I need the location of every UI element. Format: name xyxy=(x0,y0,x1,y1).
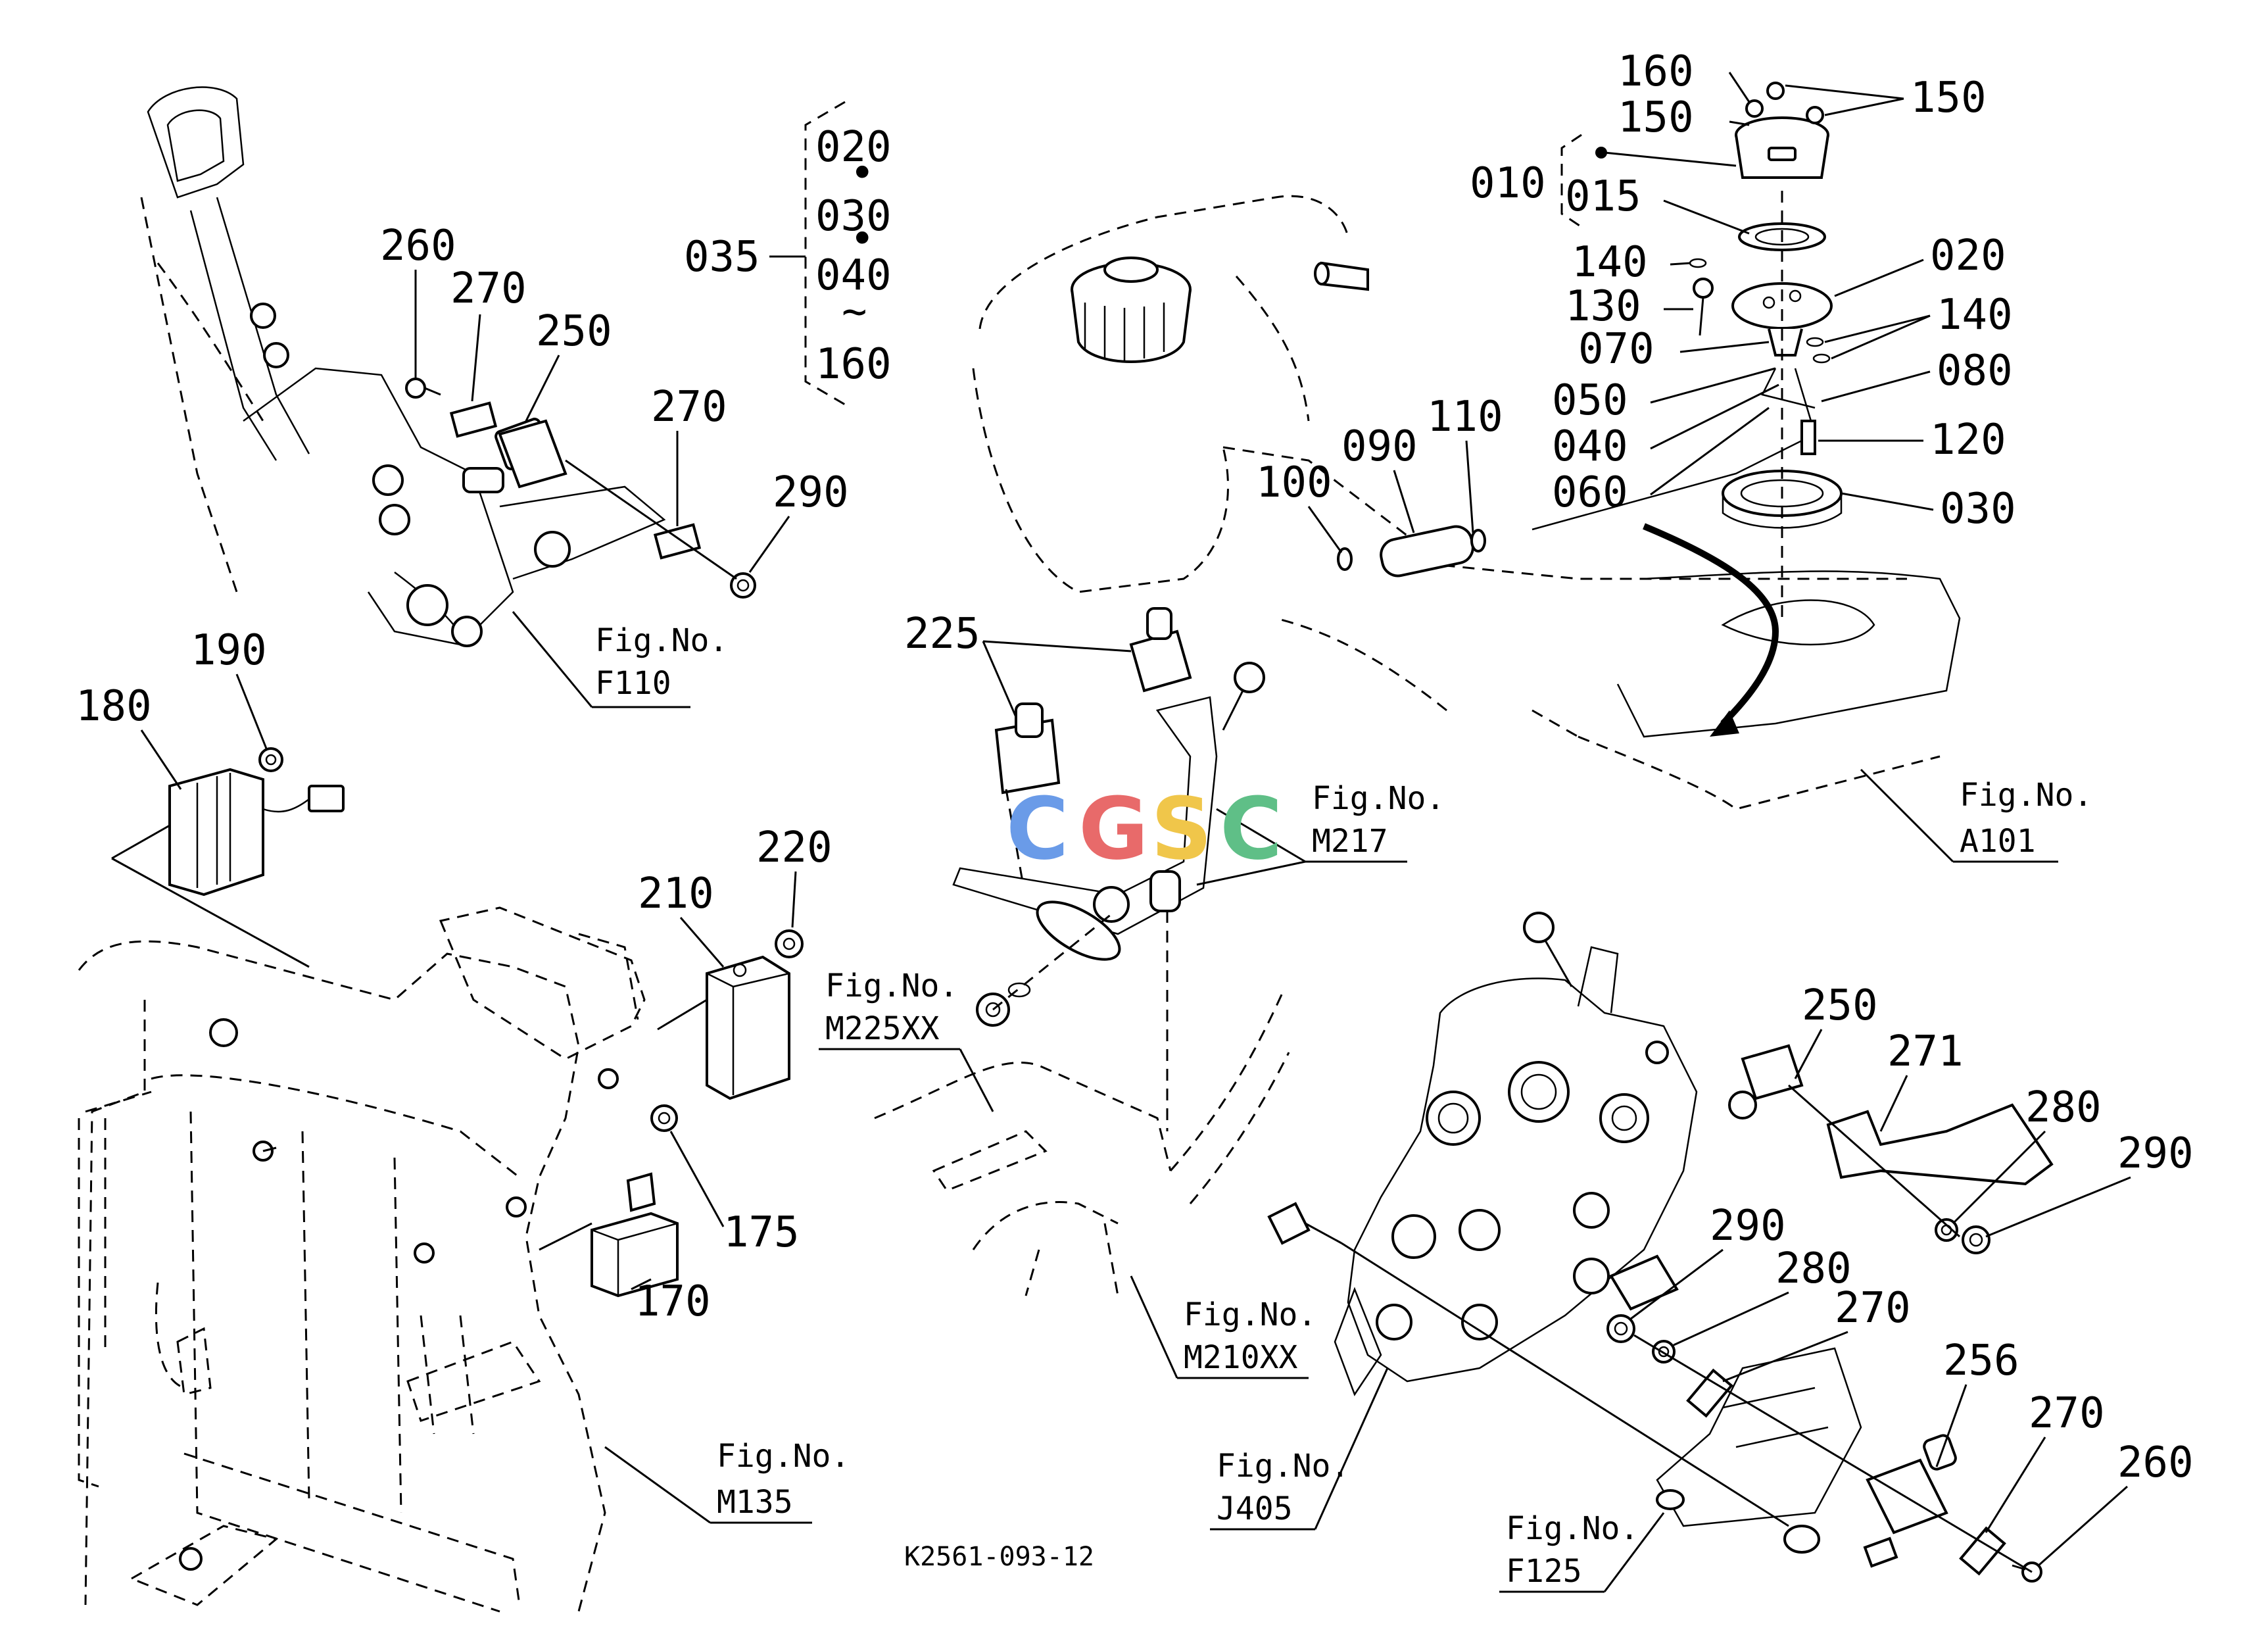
callout-170: 170 xyxy=(635,1277,711,1326)
svg-text:M135: M135 xyxy=(717,1484,793,1521)
callout-280: 280 xyxy=(1775,1244,1852,1293)
svg-text:S: S xyxy=(1151,779,1213,879)
svg-text:035: 035 xyxy=(684,233,760,282)
callout-290: 290 xyxy=(773,468,849,517)
svg-text:Fig.No.: Fig.No. xyxy=(717,1438,850,1475)
svg-text:Fig.No.: Fig.No. xyxy=(595,622,728,659)
svg-text:020: 020 xyxy=(815,123,892,172)
fuel-sender-assembly xyxy=(1337,82,1843,625)
callout-140: 140 xyxy=(1937,291,2013,339)
callout-250: 250 xyxy=(1802,981,1878,1030)
frame-m135 xyxy=(78,906,646,1613)
svg-text:J405: J405 xyxy=(1217,1490,1293,1527)
callout-060: 060 xyxy=(1552,468,1628,517)
resistor-180 xyxy=(168,747,345,897)
callouts-m217: 225 xyxy=(904,610,1132,718)
switch-assembly-m217 xyxy=(874,607,1290,1296)
callout-140: 140 xyxy=(1572,238,1648,287)
callout-180: 180 xyxy=(76,682,152,731)
fig-ref-m225xx[interactable]: Fig.No. M225XX xyxy=(819,968,994,1112)
callout-130: 130 xyxy=(1565,282,1641,331)
callout-160: 160 xyxy=(1618,47,1694,96)
fig-ref-f110[interactable]: Fig.No. F110 xyxy=(512,611,728,708)
callout-030: 030 xyxy=(1940,485,2016,533)
callout-020: 020 xyxy=(1930,232,2006,280)
callout-256: 256 xyxy=(1943,1337,2019,1385)
callout-080: 080 xyxy=(1937,347,2013,395)
fig-ref-j405[interactable]: Fig.No. J405 xyxy=(1210,1367,1389,1531)
svg-text:040: 040 xyxy=(815,251,892,300)
drawing-code: K2561-093-12 xyxy=(904,1542,1094,1572)
callouts-valve: 250 271 280 290 290 280 270 256 270 260 xyxy=(1630,981,2194,1567)
relay-170 xyxy=(539,1104,679,1298)
callouts-relays: 220 210 175 170 xyxy=(631,823,832,1326)
group-ref-010: 010 xyxy=(1470,159,1546,208)
callout-220: 220 xyxy=(756,823,832,872)
callout-210: 210 xyxy=(638,870,714,918)
svg-text:Fig.No.: Fig.No. xyxy=(1506,1510,1639,1547)
svg-text:M217: M217 xyxy=(1312,823,1388,860)
svg-text:Fig.No.: Fig.No. xyxy=(1184,1296,1316,1333)
svg-text:M210XX: M210XX xyxy=(1184,1339,1297,1376)
callout-270: 270 xyxy=(1835,1284,1911,1333)
callouts-left: 190 180 xyxy=(76,626,310,968)
svg-text:160: 160 xyxy=(815,340,892,389)
callout-110: 110 xyxy=(1427,393,1503,441)
svg-text:030: 030 xyxy=(815,192,892,241)
valve-block-j405 xyxy=(1267,912,2054,1583)
callouts-f110: 260 270 250 270 290 xyxy=(380,222,849,573)
callout-260: 260 xyxy=(380,222,456,270)
callout-100: 100 xyxy=(1256,458,1332,507)
svg-text:G: G xyxy=(1078,779,1149,879)
lever-assembly xyxy=(140,86,756,647)
callout-270: 270 xyxy=(450,264,527,313)
callout-270: 270 xyxy=(651,383,727,431)
callout-250: 250 xyxy=(536,307,612,356)
callout-120: 120 xyxy=(1930,416,2006,464)
fig-ref-m217[interactable]: Fig.No. M217 xyxy=(1196,780,1445,886)
callout-015: 015 xyxy=(1565,172,1641,221)
fig-ref-m135[interactable]: Fig.No. M135 xyxy=(604,1438,850,1524)
svg-text:Fig.No.: Fig.No. xyxy=(1312,780,1445,817)
callout-150: 150 xyxy=(1910,74,1987,122)
svg-text:C: C xyxy=(1006,779,1069,879)
callout-150: 150 xyxy=(1618,93,1694,142)
svg-text:F110: F110 xyxy=(595,665,671,702)
callout-271: 271 xyxy=(1887,1027,1964,1076)
svg-text:M225XX: M225XX xyxy=(825,1010,939,1047)
callouts-fuel-sender: 160 150 150 010 015 140 130 070 020 140 … xyxy=(1256,47,2016,553)
svg-text:Fig.No.: Fig.No. xyxy=(1960,777,2092,814)
svg-text:~: ~ xyxy=(842,287,867,336)
callout-225: 225 xyxy=(904,610,980,658)
callout-175: 175 xyxy=(723,1208,800,1257)
svg-text:Fig.No.: Fig.No. xyxy=(1217,1448,1349,1485)
callout-040: 040 xyxy=(1552,422,1628,471)
fig-ref-m210xx[interactable]: Fig.No. M210XX xyxy=(1130,1275,1316,1379)
callout-280: 280 xyxy=(2025,1083,2102,1132)
svg-text:A101: A101 xyxy=(1960,823,2036,860)
callout-070: 070 xyxy=(1578,325,1654,374)
svg-text:C: C xyxy=(1220,779,1282,879)
callout-290: 290 xyxy=(2117,1129,2194,1178)
callout-290: 290 xyxy=(1710,1202,1786,1250)
callout-190: 190 xyxy=(191,626,267,675)
watermark-logo: C G S C xyxy=(1006,779,1282,879)
fig-ref-a101[interactable]: Fig.No. A101 xyxy=(1860,768,2092,863)
callout-270: 270 xyxy=(2029,1389,2105,1438)
svg-text:•: • xyxy=(850,149,875,198)
relay-210 xyxy=(657,929,804,1100)
callout-050: 050 xyxy=(1552,376,1628,425)
svg-text:Fig.No.: Fig.No. xyxy=(825,968,958,1004)
svg-text:•: • xyxy=(850,215,875,264)
range-bracket-035: 035 020 • 030 • 040 ~ 160 xyxy=(684,101,892,406)
callout-090: 090 xyxy=(1341,422,1418,471)
fuel-tank xyxy=(972,195,1961,810)
svg-text:F125: F125 xyxy=(1506,1553,1582,1590)
callout-260: 260 xyxy=(2117,1438,2194,1487)
fig-ref-f125[interactable]: Fig.No. F125 xyxy=(1499,1510,1665,1593)
